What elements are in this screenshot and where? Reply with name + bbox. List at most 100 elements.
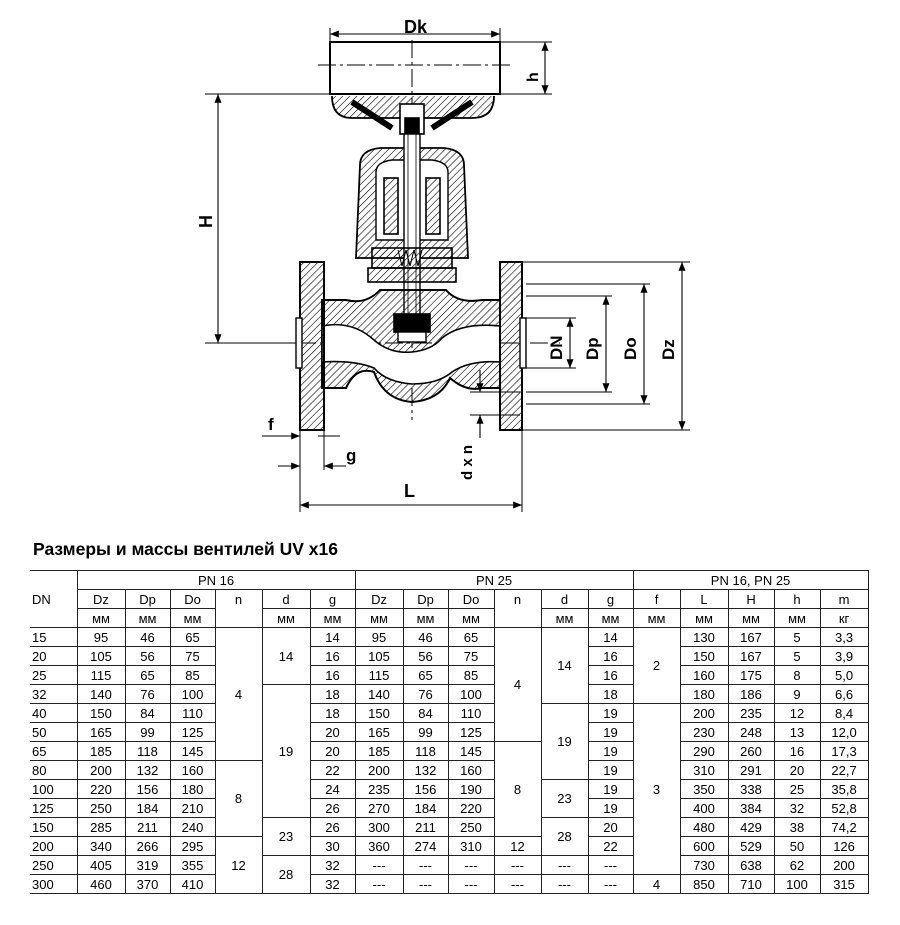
cell-dp-pn16: 266 xyxy=(124,836,171,856)
cell-h-small: 8 xyxy=(773,665,821,685)
cell-d-pn25: --- xyxy=(540,855,589,875)
cell-do-pn16: 85 xyxy=(169,665,216,685)
column-header: n xyxy=(214,589,263,609)
cell-l: 200 xyxy=(679,703,729,723)
cell-dz-pn16: 250 xyxy=(76,798,126,818)
cell-dp-pn25: --- xyxy=(402,855,449,875)
cell-l: 400 xyxy=(679,798,729,818)
cell-dp-pn16: 156 xyxy=(124,779,171,799)
cell-dz-pn25: 95 xyxy=(354,627,404,647)
cell-dp-pn16: 118 xyxy=(124,741,171,761)
cell-do-pn16: 160 xyxy=(169,760,216,780)
cell-mass: 6,6 xyxy=(819,684,869,704)
cell-d-pn16: 28 xyxy=(261,855,311,894)
cell-do-pn16: 75 xyxy=(169,646,216,666)
cell-g-pn16: 16 xyxy=(309,646,356,666)
column-header: n xyxy=(493,589,542,609)
cell-dz-pn25: --- xyxy=(354,855,404,875)
cell-dz-pn25: 140 xyxy=(354,684,404,704)
cell-h-small: 25 xyxy=(773,779,821,799)
label-dp: Dp xyxy=(583,337,602,360)
cell-dz-pn16: 285 xyxy=(76,817,126,837)
cell-h-small: 62 xyxy=(773,855,821,875)
cell-dp-pn16: 319 xyxy=(124,855,171,875)
cell-dz-pn25: 165 xyxy=(354,722,404,742)
cell-dz-pn16: 150 xyxy=(76,703,126,723)
cell-h-height: 638 xyxy=(727,855,775,875)
cell-dp-pn25: 184 xyxy=(402,798,449,818)
cell-mass: 12,0 xyxy=(819,722,869,742)
cell-dp-pn16: 132 xyxy=(124,760,171,780)
label-dxn: d x n xyxy=(459,445,476,480)
cell-n-pn25: --- xyxy=(493,855,542,875)
cell-h-height: 291 xyxy=(727,760,775,780)
cell-dp-pn16: 65 xyxy=(124,665,171,685)
cell-d-pn25: 19 xyxy=(540,703,589,780)
header-corner xyxy=(30,570,78,590)
cell-dz-pn16: 200 xyxy=(76,760,126,780)
unit-cell: кг xyxy=(819,608,869,628)
cell-dz-pn25: 235 xyxy=(354,779,404,799)
unit-cell xyxy=(493,608,542,628)
cell-g-pn25: 19 xyxy=(587,741,634,761)
cell-n-pn16: 4 xyxy=(214,627,263,761)
cell-dn: 25 xyxy=(30,665,78,685)
cell-g-pn25: 22 xyxy=(587,836,634,856)
cell-dp-pn16: 46 xyxy=(124,627,171,647)
unit-cell: мм xyxy=(261,608,311,628)
unit-cell: мм xyxy=(124,608,171,628)
column-header: Dz xyxy=(354,589,404,609)
unit-cell: мм xyxy=(773,608,821,628)
cell-h-height: 529 xyxy=(727,836,775,856)
cell-g-pn16: 26 xyxy=(309,817,356,837)
cell-do-pn16: 180 xyxy=(169,779,216,799)
unit-cell: мм xyxy=(447,608,495,628)
cell-dz-pn25: 105 xyxy=(354,646,404,666)
cell-g-pn25: 18 xyxy=(587,684,634,704)
cell-h-small: 5 xyxy=(773,627,821,647)
cell-do-pn16: 210 xyxy=(169,798,216,818)
cell-h-height: 175 xyxy=(727,665,775,685)
cell-dp-pn16: 76 xyxy=(124,684,171,704)
cell-g-pn16: 18 xyxy=(309,684,356,704)
left-flange xyxy=(299,261,325,431)
cell-f: 3 xyxy=(632,703,681,875)
label-f: f xyxy=(268,415,274,434)
column-header: h xyxy=(773,589,821,609)
label-h-small: h xyxy=(525,72,542,82)
cell-do-pn25: 160 xyxy=(447,760,495,780)
cell-l: 160 xyxy=(679,665,729,685)
group-header-pn16: PN 16 xyxy=(76,570,356,590)
unit-cell xyxy=(214,608,263,628)
cell-h-small: 12 xyxy=(773,703,821,723)
cell-h-height: 384 xyxy=(727,798,775,818)
cell-mass: 74,2 xyxy=(819,817,869,837)
cell-dp-pn16: 84 xyxy=(124,703,171,723)
cell-do-pn25: --- xyxy=(447,874,495,894)
cell-do-pn16: 240 xyxy=(169,817,216,837)
cell-dp-pn25: 56 xyxy=(402,646,449,666)
column-header: Dz xyxy=(76,589,126,609)
cell-d-pn16: 14 xyxy=(261,627,311,685)
group-header-pn25: PN 25 xyxy=(354,570,634,590)
column-header: g xyxy=(587,589,634,609)
cell-dn: 100 xyxy=(30,779,78,799)
cell-l: 150 xyxy=(679,646,729,666)
cell-dp-pn16: 184 xyxy=(124,798,171,818)
cell-d-pn16: 23 xyxy=(261,817,311,856)
cell-g-pn16: 20 xyxy=(309,722,356,742)
column-header: d xyxy=(540,589,589,609)
cell-l: 290 xyxy=(679,741,729,761)
cell-dz-pn16: 220 xyxy=(76,779,126,799)
cell-l: 480 xyxy=(679,817,729,837)
cell-dn: 15 xyxy=(30,627,78,647)
